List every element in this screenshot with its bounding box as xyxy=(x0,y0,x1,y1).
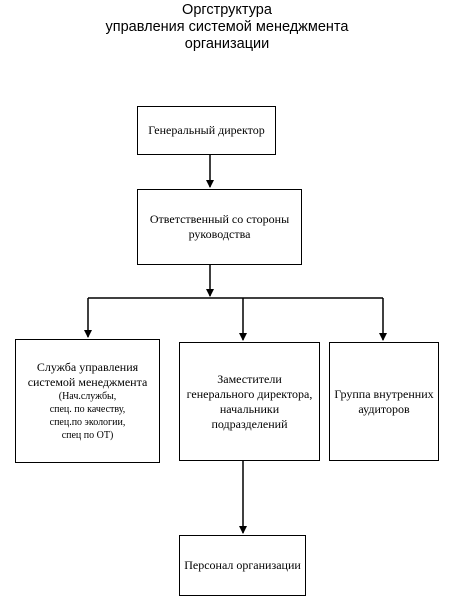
management-system-service-box: Служба управления системой менеджмента (… xyxy=(15,339,160,463)
sms-service-detail-1: (Нач.службы, xyxy=(58,391,117,402)
sms-service-detail-2: спец. по качеству, xyxy=(49,404,126,415)
general-director-box: Генеральный директор xyxy=(137,106,276,155)
deputy-directors-box: Заместители генерального директора, нача… xyxy=(179,342,320,461)
internal-auditors-line-1: Группа внутренних xyxy=(334,386,434,401)
sms-service-detail-3: спец.по экологии, xyxy=(49,417,126,428)
internal-auditors-box: Группа внутренних аудиторов xyxy=(329,342,439,461)
management-representative-box: Ответственный со стороны руководства xyxy=(137,189,302,265)
deputy-directors-line-1: Заместители xyxy=(217,371,282,386)
deputy-directors-line-4: подразделений xyxy=(211,416,288,431)
deputy-directors-line-3: начальники xyxy=(219,401,280,416)
sms-service-detail-4: спец по ОТ) xyxy=(61,430,114,441)
title-line-2: управления системой менеджмента xyxy=(105,19,349,35)
sms-service-line-2: системой менеджмента xyxy=(27,375,148,389)
personnel-label: Персонал организации xyxy=(184,558,301,572)
sms-service-line-1: Служба управления xyxy=(36,360,139,374)
internal-auditors-line-2: аудиторов xyxy=(358,401,410,416)
diagram-title: Оргструктура управления системой менеджм… xyxy=(0,2,454,53)
management-representative-line-2: руководства xyxy=(188,227,251,241)
title-line-1: Оргструктура xyxy=(182,2,272,18)
title-line-3: организации xyxy=(184,36,270,52)
personnel-box: Персонал организации xyxy=(179,535,306,596)
general-director-label: Генеральный директор xyxy=(148,123,265,137)
management-representative-line-1: Ответственный со стороны xyxy=(149,212,290,226)
deputy-directors-line-2: генерального директора, xyxy=(186,386,313,401)
